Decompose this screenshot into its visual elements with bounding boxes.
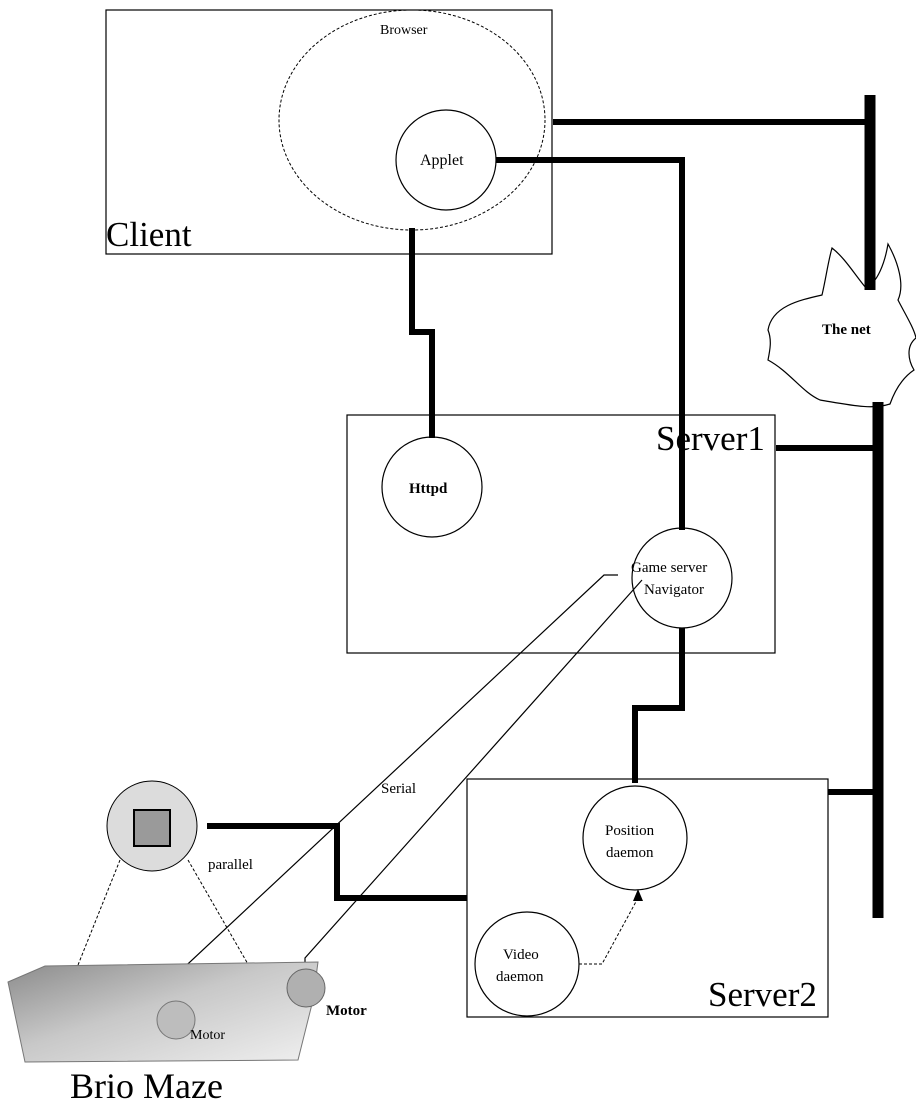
client-box [105, 9, 553, 255]
camera-lens-square [133, 809, 171, 847]
camera-view-left [69, 859, 121, 986]
the-net-label: The net [822, 322, 871, 338]
side-motor-label: Motor [326, 1003, 367, 1019]
board-motor-circle [156, 1000, 196, 1040]
server1-label: Server1 [656, 419, 765, 458]
video-position-arrowhead [633, 889, 643, 901]
side-motor-circle [286, 968, 326, 1008]
httpd-circle [381, 436, 483, 538]
serial-label: Serial [381, 781, 416, 797]
parallel-cable [207, 823, 467, 901]
browser-httpd-link [409, 228, 435, 438]
position-daemon-label-line2: daemon [606, 845, 654, 861]
server2-label: Server2 [708, 975, 817, 1014]
video-position-dashed-link [579, 897, 639, 965]
position-daemon-circle [582, 785, 688, 891]
game-server-circle [631, 527, 733, 629]
game-server-label-line2: Navigator [644, 582, 704, 598]
video-daemon-circle [474, 911, 580, 1017]
applet-gameserver-link [496, 157, 685, 530]
applet-label: Applet [420, 152, 464, 169]
brio-maze-label: Brio Maze [70, 1066, 223, 1103]
server1-box [346, 414, 776, 654]
parallel-label: parallel [208, 857, 253, 873]
serial-line-right [304, 579, 643, 970]
video-daemon-label-line2: daemon [496, 969, 544, 985]
board-motor-label: Motor [190, 1028, 225, 1043]
gameserver-position-link [632, 628, 685, 783]
browser-label: Browser [380, 23, 428, 38]
the-net-cloud [767, 242, 916, 408]
position-daemon-label-line1: Position [605, 823, 655, 839]
video-daemon-label-line1: Video [503, 947, 539, 963]
game-server-label-line1: Game server [631, 560, 707, 576]
client-label: Client [106, 215, 192, 254]
httpd-label: Httpd [409, 481, 448, 497]
